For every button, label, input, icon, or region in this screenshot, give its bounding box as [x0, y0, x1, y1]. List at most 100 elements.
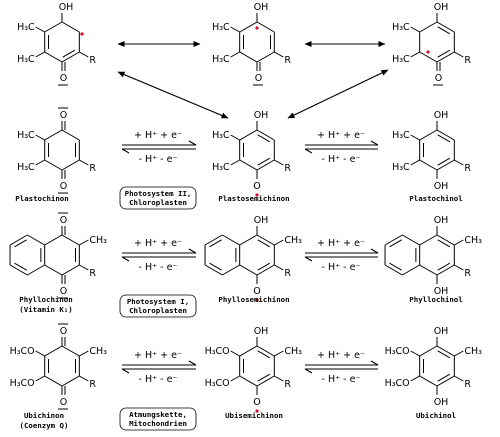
oxygen-label: O: [253, 397, 260, 408]
methoxy-label: H₃CO: [385, 346, 410, 357]
rx-forward-5: + H⁺ + e⁻: [134, 350, 182, 361]
fused-ring-bond: [402, 264, 420, 276]
hydroxy-label: OH: [434, 110, 449, 121]
r-group-label: R: [89, 379, 96, 390]
r-group-label: R: [464, 55, 471, 66]
box-ps2-line2: Chloroplasten: [129, 198, 187, 207]
methyl-label: H₃C: [392, 130, 410, 141]
oxygen-label: O: [255, 73, 262, 84]
radical-dot: [255, 26, 259, 30]
rx-backward-5: - H⁺ - e⁻: [139, 374, 178, 385]
ring-bond: [239, 51, 258, 63]
fused-ring-bond: [27, 234, 45, 246]
substituent-bond: [230, 350, 240, 357]
ring-bond: [436, 264, 455, 276]
ring-bond: [239, 159, 258, 171]
radical-dot: [426, 50, 430, 54]
ring-double-bond: [257, 239, 271, 248]
ring-bond: [44, 51, 63, 63]
r-group-label: R: [464, 163, 471, 174]
ring-bond: [44, 264, 63, 276]
substituent-bond: [454, 159, 464, 166]
ring-bond: [61, 159, 80, 171]
equilibrium-backward-head: [121, 256, 130, 262]
r-group-label: R: [89, 268, 96, 279]
r-group-label: R: [464, 268, 471, 279]
substituent-bond: [454, 239, 464, 246]
label-ubisemichinon: Ubisemichinon: [225, 411, 283, 420]
ring-bond: [419, 21, 438, 33]
methyl-label: H₃C: [17, 130, 35, 141]
ring-bond: [44, 375, 63, 387]
ring-bond: [44, 159, 63, 171]
ring-double-bond: [257, 262, 271, 271]
hydroxy-label: OH: [254, 110, 269, 121]
ring-double-bond: [257, 373, 271, 382]
fused-ring-double-bond: [209, 262, 222, 271]
label-ubichinol: Ubichinol: [416, 411, 456, 420]
substituent-bond: [230, 375, 240, 382]
ring-double-bond: [437, 239, 451, 248]
substituent-bond: [35, 159, 45, 166]
ring-bond: [239, 234, 258, 246]
ring-double-bond: [257, 350, 271, 359]
methyl-label: H₃C: [17, 162, 35, 173]
methyl-label: CH₃: [464, 346, 482, 357]
fused-ring-double-bond: [14, 239, 27, 248]
r-group-label: R: [284, 55, 291, 66]
equilibrium-forward-head: [188, 360, 197, 366]
ring-bond: [256, 345, 275, 357]
methyl-label: H₃C: [17, 22, 35, 33]
rx-backward-4: - H⁺ - e⁻: [322, 262, 361, 273]
fused-ring-double-bond: [209, 239, 222, 248]
substituent-bond: [79, 350, 89, 357]
ring-bond: [419, 375, 438, 387]
hydroxy-label: OH: [434, 215, 449, 226]
ring-double-bond: [437, 134, 451, 143]
ring-bond: [61, 264, 80, 276]
ring-bond: [436, 234, 455, 246]
box-photosystem-2: Photosystem II, Chloroplasten: [119, 186, 197, 210]
ring-bond: [61, 51, 80, 63]
substituent-bond: [79, 159, 89, 166]
methyl-label: H₃C: [392, 22, 410, 33]
ring-bond: [436, 21, 455, 33]
box-atm-line1: Atmungskette,: [129, 410, 187, 419]
substituent-bond: [410, 26, 420, 33]
ring-double-bond: [62, 49, 76, 58]
arrow-line: [117, 71, 229, 119]
equilibrium-forward-head: [370, 360, 379, 366]
methyl-label: CH₃: [284, 346, 302, 357]
reaction-arrows: [117, 41, 389, 374]
box-ps1-line2: Chloroplasten: [129, 306, 187, 315]
rx-forward-6: + H⁺ + e⁻: [317, 350, 365, 361]
label-plastochinol: Plastochinol: [409, 194, 462, 203]
equilibrium-4: [304, 248, 379, 262]
equilibrium-1: [121, 140, 197, 154]
label-phyllosemichinon: Phyllosemichinon: [218, 295, 289, 304]
fused-ring-bond: [222, 234, 240, 246]
ring-double-bond: [437, 262, 451, 271]
substituent-bond: [454, 51, 464, 58]
ring-bond: [61, 345, 80, 357]
box-photosystem-1: Photosystem I, Chloroplasten: [119, 294, 197, 318]
equilibrium-6: [304, 360, 379, 374]
ring-double-bond: [437, 373, 451, 382]
ring-bond: [256, 159, 275, 171]
rx-forward-3: + H⁺ + e⁻: [134, 238, 182, 249]
hydroxy-label: OH: [434, 397, 449, 408]
oxygen-label: O: [60, 181, 67, 192]
hydroxy-label: OH: [434, 181, 449, 192]
methyl-label: H₃C: [392, 162, 410, 173]
ring-bond: [256, 375, 275, 387]
fused-ring-double-bond: [14, 262, 27, 271]
methyl-label: CH₃: [284, 235, 302, 246]
fused-ring-bond: [204, 234, 223, 246]
substituent-bond: [35, 375, 45, 382]
r-group-label: R: [284, 379, 291, 390]
label-plastochinon: Plastochinon: [15, 194, 68, 203]
